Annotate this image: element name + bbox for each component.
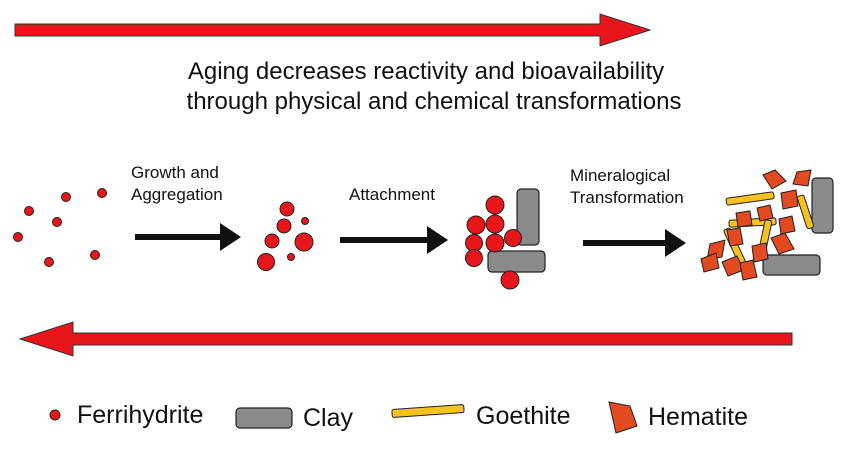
stage-aggregated-ferrihydrite (257, 201, 314, 271)
ferrihydrite-particle (504, 229, 522, 247)
step-label-growth: Growth and Aggregation (131, 162, 223, 206)
legend-hematite-label: Hematite (648, 403, 749, 431)
bottom-red-arrow (18, 321, 793, 357)
step-label-transformation: Mineralogical Transformation (570, 165, 684, 209)
stage-dispersed-ferrihydrite (13, 188, 107, 267)
legend (49, 401, 638, 434)
caption-line-2: through physical and chemical transforma… (186, 88, 682, 115)
ferrihydrite-particle (52, 217, 62, 227)
legend-ferrihydrite-label: Ferrihydrite (77, 401, 204, 429)
ferrihydrite-particle (97, 188, 107, 198)
caption-line-1: Aging decreases reactivity and bioavaila… (187, 58, 665, 85)
ferrihydrite-particle (276, 218, 292, 234)
step-label-growth-line2: Aggregation (131, 185, 223, 204)
ferrihydrite-particle (301, 217, 309, 225)
ferrihydrite-particle (90, 250, 100, 260)
ferrihydrite-particle (294, 232, 314, 252)
legend-hematite-icon (608, 401, 638, 434)
step-label-growth-line1: Growth and (131, 163, 219, 182)
ferrihydrite-particle (257, 253, 275, 271)
step-label-attachment-line1: Attachment (349, 185, 435, 204)
goethite-rod (796, 194, 815, 230)
hematite-plate (778, 215, 796, 235)
ferrihydrite-particle (485, 233, 505, 253)
hematite-plate (735, 210, 753, 228)
ferrihydrite-particle (279, 201, 295, 217)
top-red-arrow (14, 13, 652, 47)
ferrihydrite-particle (13, 232, 23, 242)
hematite-plate (756, 204, 774, 222)
clay-particle (516, 188, 540, 246)
ferrihydrite-particle (264, 233, 280, 249)
hematite-plate (780, 189, 799, 210)
stage-transformed (700, 169, 834, 281)
hematite-plate (762, 169, 787, 190)
hematite-plate (739, 259, 758, 281)
ferrihydrite-particle (485, 214, 505, 234)
ferrihydrite-particle (500, 270, 520, 290)
step-label-transformation-line1: Mineralogical (570, 166, 671, 185)
process-arrow-transformation (583, 229, 686, 257)
clay-particle (811, 177, 834, 234)
hematite-plate (700, 252, 720, 273)
legend-goethite-label: Goethite (476, 402, 571, 430)
process-arrow-attachment (340, 226, 448, 254)
step-label-transformation-line2: Transformation (570, 188, 684, 207)
clay-particle (487, 250, 546, 273)
clay-particle (762, 254, 821, 276)
goethite-rod (725, 191, 775, 206)
ferrihydrite-particle (485, 195, 505, 215)
ferrihydrite-particle (24, 206, 34, 216)
ferrihydrite-particle (465, 249, 483, 267)
legend-clay-label: Clay (303, 404, 354, 432)
stage-attachment (465, 188, 546, 290)
step-label-attachment: Attachment (349, 184, 435, 206)
hematite-plate (792, 169, 812, 187)
legend-clay-icon (235, 407, 293, 429)
process-arrow-growth (135, 223, 241, 251)
ferrihydrite-particle (61, 192, 71, 202)
hematite-plate (770, 232, 795, 255)
ferrihydrite-particle (465, 234, 483, 252)
hematite-plate (751, 242, 769, 263)
legend-ferrihydrite-icon (49, 409, 61, 421)
ferrihydrite-particle (287, 253, 295, 261)
ferrihydrite-particle (44, 257, 54, 267)
ferrihydrite-particle (466, 215, 486, 235)
legend-goethite-icon (391, 404, 465, 418)
hematite-plate (726, 227, 744, 247)
